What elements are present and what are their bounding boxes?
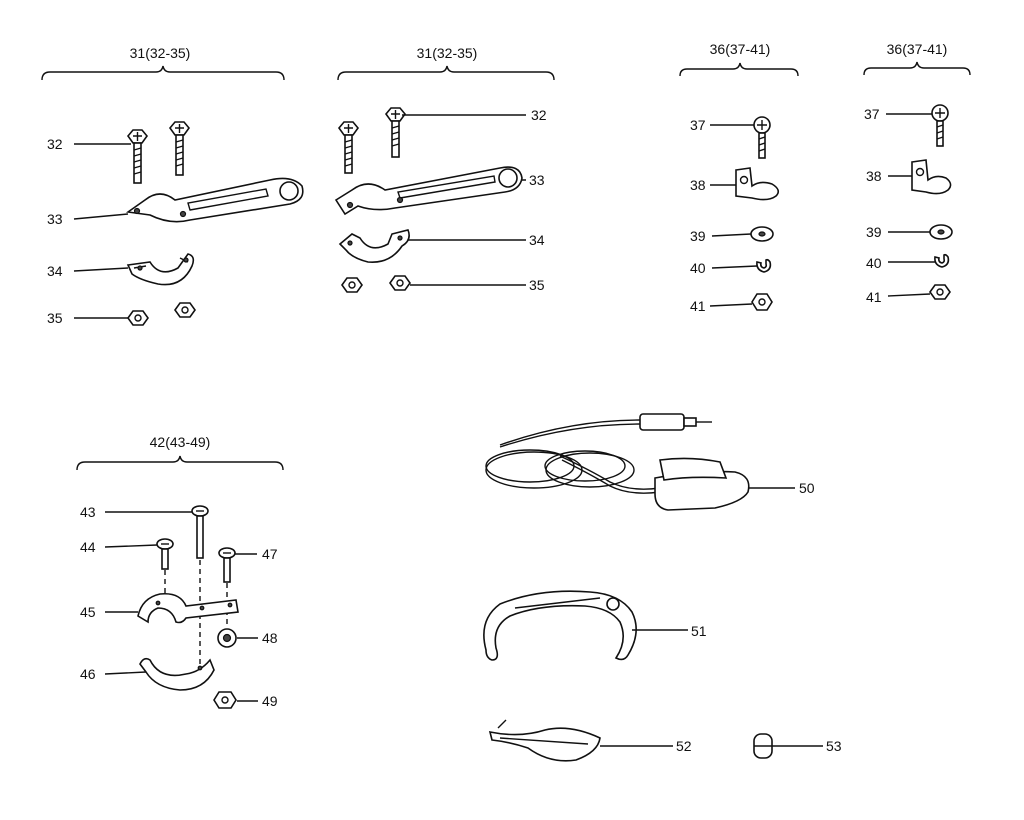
flat-washer	[750, 226, 774, 242]
callout-35: 35	[47, 310, 63, 326]
callout-39: 39	[866, 224, 882, 240]
group-brace	[41, 65, 285, 81]
leader-line	[73, 143, 131, 319]
plug: 53	[753, 733, 842, 759]
callout-38: 38	[866, 168, 882, 184]
mounting-tab	[911, 159, 952, 195]
lock-washer	[934, 253, 950, 268]
group-header-36-right: 36(37-41)	[887, 41, 948, 57]
callout-38: 38	[690, 177, 706, 193]
mounting-bracket	[125, 177, 304, 223]
callout-33: 33	[529, 172, 545, 188]
callout-45: 45	[80, 604, 96, 620]
callout-43: 43	[80, 504, 96, 520]
group-42: 42(43-49)	[76, 434, 284, 709]
leader-line	[886, 113, 935, 297]
group-31-left: 31(32-35)	[41, 45, 304, 326]
callout-32: 32	[531, 107, 547, 123]
ear-hook: 51	[483, 590, 707, 661]
group-31-right: 31(32-35)	[334, 45, 555, 293]
group-brace	[76, 455, 284, 471]
hex-bolt	[126, 129, 149, 184]
callout-40: 40	[866, 255, 882, 271]
hex-nut	[751, 293, 773, 311]
callout-49: 49	[262, 693, 278, 709]
long-screw	[191, 505, 209, 559]
callout-39: 39	[690, 228, 706, 244]
callout-41: 41	[690, 298, 706, 314]
mounting-tab	[735, 167, 780, 201]
hex-bolt	[337, 121, 360, 174]
hex-bolt	[384, 107, 407, 158]
callout-34: 34	[47, 263, 63, 279]
hex-bolt	[168, 121, 191, 176]
callout-50: 50	[799, 480, 815, 496]
screw	[753, 116, 771, 159]
pipe-clamp	[338, 229, 410, 263]
screw	[218, 547, 236, 583]
callout-48: 48	[262, 630, 278, 646]
screw	[931, 104, 949, 147]
callout-41: 41	[866, 289, 882, 305]
strap: 52	[488, 719, 692, 762]
group-brace	[679, 62, 799, 77]
callout-32: 32	[47, 136, 63, 152]
hex-nut	[929, 284, 951, 300]
leader-line	[104, 511, 258, 702]
group-header-31-left: 31(32-35)	[130, 45, 191, 61]
clamp-upper	[137, 592, 239, 624]
callout-44: 44	[80, 539, 96, 555]
hex-nut	[174, 302, 196, 318]
lock-washer	[756, 258, 772, 273]
callout-52: 52	[676, 738, 692, 754]
flat-washer	[929, 224, 953, 240]
leader-line	[402, 114, 526, 286]
callout-37: 37	[864, 106, 880, 122]
callout-51: 51	[691, 623, 707, 639]
accessories: 50 51 52 53	[483, 413, 842, 762]
hex-nut	[213, 691, 237, 709]
group-brace	[337, 65, 555, 81]
group-header-36-left: 36(37-41)	[710, 41, 771, 57]
callout-53: 53	[826, 738, 842, 754]
short-screw	[156, 538, 174, 570]
callout-37: 37	[690, 117, 706, 133]
washer	[217, 628, 237, 648]
callout-35: 35	[529, 277, 545, 293]
callout-33: 33	[47, 211, 63, 227]
group-brace	[863, 61, 971, 76]
callout-40: 40	[690, 260, 706, 276]
group-36-left: 36(37-41) 37 38 39 40 41	[679, 41, 799, 314]
callout-47: 47	[262, 546, 278, 562]
callout-46: 46	[80, 666, 96, 682]
hex-nut	[341, 277, 363, 293]
group-header-42: 42(43-49)	[150, 434, 211, 450]
earphone-cord: 50	[485, 413, 815, 511]
hex-nut	[127, 310, 149, 326]
clamp-lower	[139, 657, 215, 691]
mounting-bracket	[334, 166, 523, 216]
pipe-clamp	[126, 253, 195, 286]
group-header-31-right: 31(32-35)	[417, 45, 478, 61]
group-36-right: 36(37-41) 37 38 39 40 41	[863, 41, 971, 305]
callout-34: 34	[529, 232, 545, 248]
leader-line	[709, 124, 758, 307]
hex-nut	[389, 275, 411, 291]
